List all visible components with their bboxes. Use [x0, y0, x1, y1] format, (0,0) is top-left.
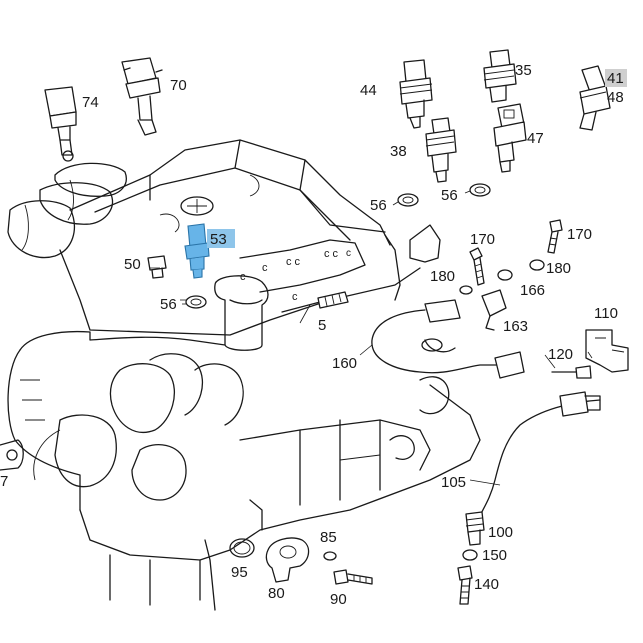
part-53-temperature-sensor[interactable] [184, 223, 210, 279]
callout-166[interactable]: 166 [520, 282, 545, 299]
callout-170-a[interactable]: 170 [470, 231, 495, 248]
part-160-harness [371, 299, 525, 379]
callout-74[interactable]: 74 [82, 94, 99, 111]
callout-53-highlight [207, 229, 235, 248]
callout-5[interactable]: 5 [318, 317, 326, 334]
callout-95[interactable]: 95 [231, 564, 248, 581]
svg-text:c c: c c [286, 256, 301, 268]
callout-150[interactable]: 150 [482, 547, 507, 564]
callout-160[interactable]: 160 [332, 355, 357, 372]
part-47-sensor [493, 103, 527, 173]
callout-47[interactable]: 47 [527, 130, 544, 147]
callout-56-c[interactable]: 56 [160, 296, 177, 313]
part-56-ring-a [397, 193, 419, 207]
part-95-gasket [229, 538, 255, 558]
part-80-housing [265, 537, 310, 583]
svg-text:c: c [240, 271, 246, 283]
part-56-ring-c [185, 295, 207, 309]
callout-48[interactable]: 48 [607, 89, 624, 106]
part-180-washer-a [497, 269, 513, 281]
part-170-bolt-a [469, 247, 485, 286]
svg-text:c: c [262, 262, 268, 274]
callout-50[interactable]: 50 [124, 256, 141, 273]
callout-labels: 74 70 44 35 41 48 38 47 56 56 53 50 56 1… [0, 62, 624, 608]
part-74-sensor [44, 86, 77, 162]
part-170-bolt-b [547, 219, 563, 254]
callout-56-b[interactable]: 56 [441, 187, 458, 204]
part-35-sensor [483, 49, 517, 103]
svg-text:c c: c c [324, 248, 339, 260]
callout-56-a[interactable]: 56 [370, 197, 387, 214]
part-120-pin [551, 365, 592, 379]
callout-7[interactable]: 7 [0, 473, 8, 490]
svg-text:c: c [292, 291, 298, 303]
part-85-washer [323, 551, 337, 561]
leader-lines [150, 190, 593, 486]
part-44-sensor [399, 59, 433, 129]
part-150-washer [462, 549, 478, 561]
callout-44[interactable]: 44 [360, 82, 377, 99]
callout-120[interactable]: 120 [548, 346, 573, 363]
part-140-bolt [457, 565, 473, 605]
callout-100[interactable]: 100 [488, 524, 513, 541]
part-163-sensor [481, 289, 507, 331]
part-110-bracket [585, 329, 629, 373]
callout-180-b[interactable]: 180 [546, 260, 571, 277]
callout-85[interactable]: 85 [320, 529, 337, 546]
part-41-48-sensor [579, 65, 611, 131]
callout-110[interactable]: 110 [594, 305, 618, 322]
callout-163[interactable]: 163 [503, 318, 528, 335]
callout-35[interactable]: 35 [515, 62, 532, 79]
callout-105[interactable]: 105 [441, 474, 466, 491]
callout-70[interactable]: 70 [170, 77, 187, 94]
callout-80[interactable]: 80 [268, 585, 285, 602]
part-166-washer [459, 285, 473, 295]
callout-170-b[interactable]: 170 [567, 226, 592, 243]
part-105-cable [477, 391, 601, 521]
part-100-sensor [465, 511, 485, 546]
callout-180-a[interactable]: 180 [430, 268, 455, 285]
part-38-sensor [425, 117, 457, 183]
callout-140[interactable]: 140 [474, 576, 499, 593]
svg-text:c: c [346, 248, 351, 259]
callout-38[interactable]: 38 [390, 143, 407, 160]
part-180-washer-b [529, 259, 545, 271]
part-56-ring-b [469, 183, 491, 197]
part-70-sensor [121, 57, 163, 136]
callout-41[interactable]: 41 [607, 70, 624, 87]
callout-90[interactable]: 90 [330, 591, 347, 608]
engine-assembly: c c c c c c c c [0, 139, 481, 611]
callout-41-highlight [605, 69, 627, 87]
part-90-bolt [333, 569, 373, 585]
part-5-rod [281, 291, 349, 313]
callout-53[interactable]: 53 [210, 231, 227, 248]
part-50-plug [147, 255, 167, 279]
